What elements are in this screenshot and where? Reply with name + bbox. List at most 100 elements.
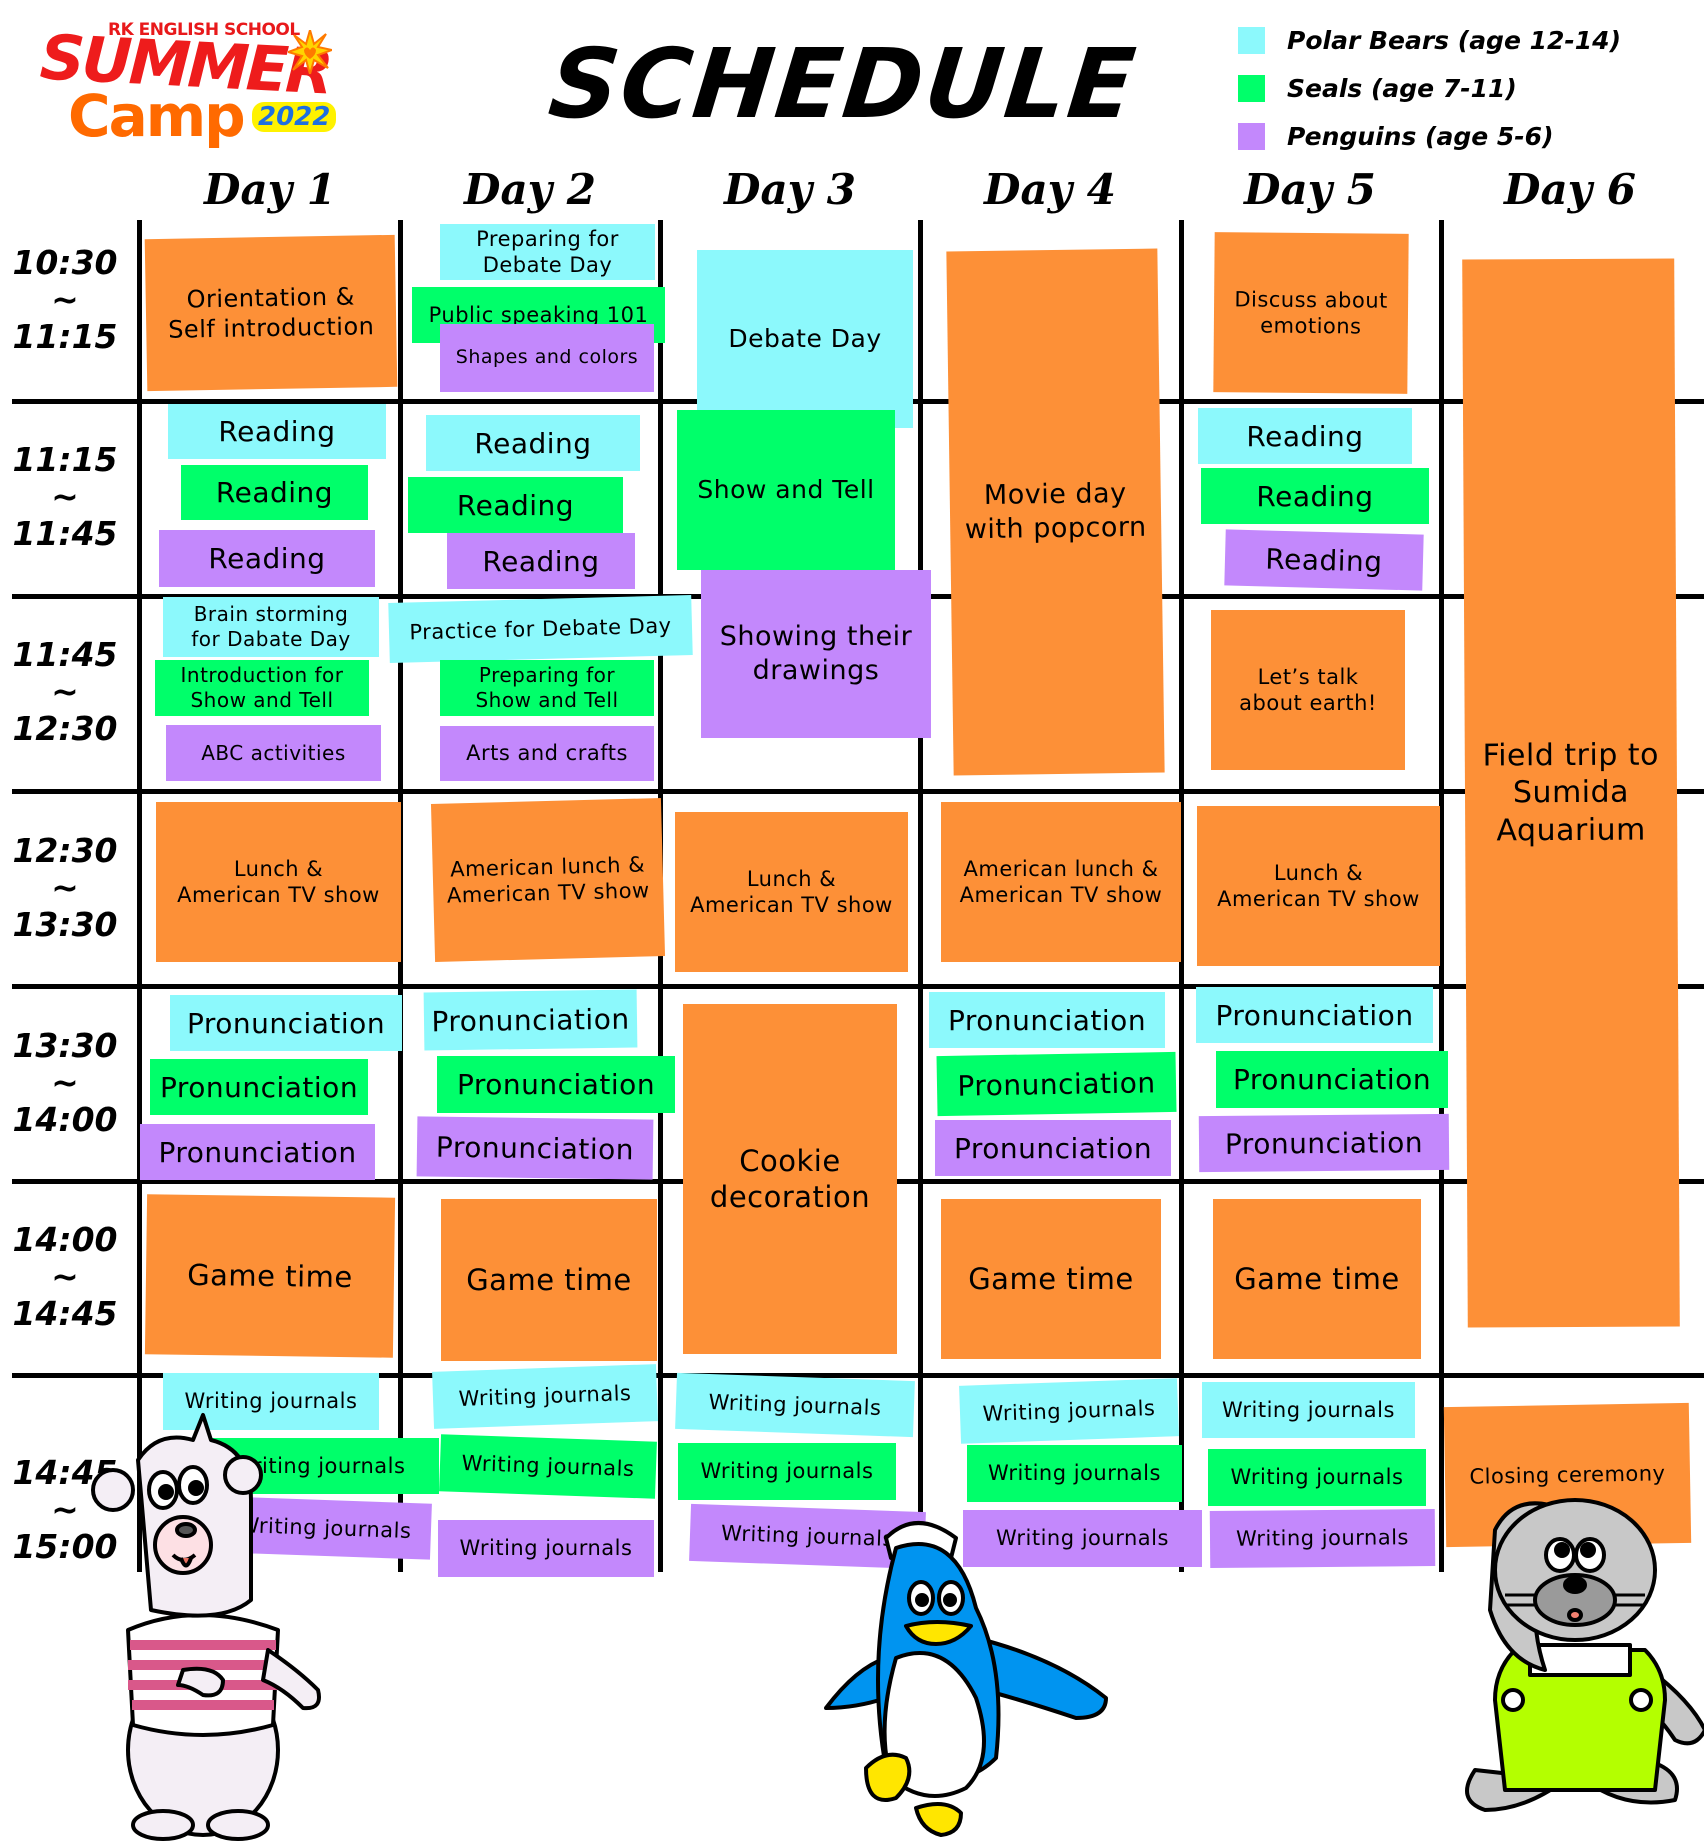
day-header-4: Day 4 — [984, 165, 1116, 214]
activity-note-penguins: Reading — [159, 530, 375, 587]
activity-note-everyone: Lunch & American TV show — [1197, 806, 1440, 966]
grid-line-vertical — [137, 220, 142, 1572]
activity-note-penguins: Pronunciation — [1198, 1113, 1450, 1173]
activity-note-penguins: Showing their drawings — [701, 570, 931, 738]
activity-note-everyone: Field trip to Sumida Aquarium — [1462, 258, 1680, 1328]
activity-note-polar-bears: Practice for Debate Day — [388, 595, 693, 663]
activity-note-penguins: Writing journals — [438, 1520, 654, 1577]
polar-bear-mascot-icon — [91, 1413, 321, 1841]
time-start: 10:30 — [12, 243, 118, 282]
activity-note-seals: Writing journals — [678, 1443, 896, 1500]
activity-note-seals: Pronunciation — [150, 1059, 368, 1115]
activity-note-polar-bears: Pronunciation — [1196, 987, 1433, 1043]
time-sep: ~ — [51, 477, 79, 516]
time-start: 11:45 — [12, 635, 118, 674]
logo-camp-text: Camp — [68, 82, 246, 150]
legend-item-penguins: Penguins (age 5-6) — [1238, 112, 1621, 160]
time-sep: ~ — [51, 1257, 79, 1296]
time-end: 14:45 — [12, 1294, 118, 1333]
activity-note-penguins: Writing journals — [963, 1510, 1202, 1567]
activity-note-polar-bears: Debate Day — [697, 250, 913, 428]
activity-note-penguins: Arts and crafts — [440, 726, 654, 781]
activity-note-everyone: Game time — [441, 1199, 657, 1361]
time-end: 12:30 — [12, 709, 118, 748]
activity-note-everyone: Discuss about emotions — [1213, 232, 1409, 394]
activity-note-polar-bears: Writing journals — [959, 1378, 1179, 1444]
activity-note-seals: Reading — [1201, 468, 1429, 524]
day-header-6: Day 6 — [1504, 165, 1636, 214]
activity-note-penguins: ABC activities — [166, 725, 381, 781]
time-end: 11:15 — [12, 317, 118, 356]
activity-note-everyone: Lunch & American TV show — [675, 812, 908, 972]
activity-note-everyone: Orientation & Self introduction — [144, 234, 398, 392]
activity-note-seals: Reading — [408, 477, 623, 533]
day-header-2: Day 2 — [464, 165, 596, 214]
legend: Polar Bears (age 12-14) Seals (age 7-11)… — [1238, 16, 1621, 160]
activity-note-polar-bears: Writing journals — [432, 1364, 658, 1429]
legend-swatch-seals — [1238, 74, 1265, 102]
time-slot-label: 11:15~11:45 — [0, 441, 130, 552]
time-end: 13:30 — [12, 905, 118, 944]
activity-note-seals: Pronunciation — [1216, 1051, 1448, 1108]
time-sep: ~ — [51, 1490, 79, 1529]
activity-note-everyone: Movie day with popcorn — [946, 248, 1165, 776]
grid-line-horizontal — [12, 1373, 1704, 1378]
activity-note-seals: Show and Tell — [677, 410, 895, 570]
time-sep: ~ — [51, 1063, 79, 1102]
time-slot-label: 11:45~12:30 — [0, 636, 130, 747]
grid-line-horizontal — [12, 789, 1704, 794]
time-end: 15:00 — [12, 1527, 118, 1566]
activity-note-polar-bears: Writing journals — [675, 1372, 915, 1438]
legend-item-polar-bears: Polar Bears (age 12-14) — [1238, 16, 1621, 64]
activity-note-seals: Preparing for Show and Tell — [440, 660, 654, 716]
activity-note-polar-bears: Writing journals — [1202, 1382, 1415, 1438]
activity-note-seals: Writing journals — [439, 1434, 657, 1499]
activity-note-everyone: Lunch & American TV show — [156, 802, 401, 962]
activity-note-penguins: Reading — [1224, 529, 1424, 591]
time-start: 12:30 — [12, 831, 118, 870]
penguin-mascot-icon — [824, 1521, 1108, 1837]
grid-line-horizontal — [12, 984, 1704, 989]
activity-note-seals: Pronunciation — [936, 1051, 1177, 1117]
time-slot-label: 10:30~11:15 — [0, 244, 130, 355]
activity-note-penguins: Pronunciation — [416, 1116, 654, 1180]
activity-note-everyone: American lunch & American TV show — [941, 802, 1181, 962]
logo-school-name: RK ENGLISH SCHOOL — [108, 20, 300, 40]
day-header-1: Day 1 — [204, 165, 336, 214]
activity-note-everyone: Game time — [144, 1194, 396, 1358]
time-sep: ~ — [51, 868, 79, 907]
time-end: 11:45 — [12, 514, 118, 553]
time-start: 14:00 — [12, 1220, 118, 1259]
time-slot-label: 13:30~14:00 — [0, 1027, 130, 1138]
day-header-5: Day 5 — [1244, 165, 1376, 214]
activity-note-everyone: Cookie decoration — [683, 1004, 897, 1354]
activity-note-everyone: Let’s talk about earth! — [1211, 610, 1405, 770]
activity-note-everyone: American lunch & American TV show — [430, 798, 666, 962]
activity-note-seals: Introduction for Show and Tell — [155, 660, 369, 716]
legend-item-seals: Seals (age 7-11) — [1238, 64, 1621, 112]
day-header-3: Day 3 — [724, 165, 856, 214]
time-slot-label: 14:00~14:45 — [0, 1221, 130, 1332]
activity-note-polar-bears: Reading — [426, 415, 640, 471]
legend-swatch-penguins — [1238, 122, 1265, 150]
legend-swatch-polar-bears — [1238, 26, 1265, 54]
activity-note-seals: Writing journals — [967, 1445, 1182, 1502]
logo-year-badge: 2022 — [252, 102, 337, 132]
activity-note-everyone: Game time — [941, 1199, 1161, 1359]
time-slot-label: 12:30~13:30 — [0, 832, 130, 943]
activity-note-penguins: Pronunciation — [935, 1120, 1171, 1176]
time-slot-label: 14:45~15:00 — [0, 1454, 130, 1565]
activity-note-polar-bears: Reading — [168, 404, 386, 459]
activity-note-everyone: Game time — [1213, 1199, 1421, 1359]
activity-note-polar-bears: Preparing for Debate Day — [440, 224, 655, 280]
activity-note-polar-bears: Brain storming for Dabate Day — [163, 597, 379, 657]
activity-note-penguins: Pronunciation — [140, 1124, 375, 1180]
activity-note-seals: Writing journals — [1208, 1449, 1426, 1506]
seal-mascot-icon — [1465, 1498, 1704, 1812]
activity-note-seals: Reading — [181, 465, 368, 520]
grid-line-vertical — [1439, 220, 1444, 1572]
time-sep: ~ — [51, 672, 79, 711]
activity-note-penguins: Reading — [447, 533, 635, 589]
activity-note-polar-bears: Reading — [1198, 408, 1412, 464]
activity-note-penguins: Writing journals — [1209, 1509, 1436, 1568]
